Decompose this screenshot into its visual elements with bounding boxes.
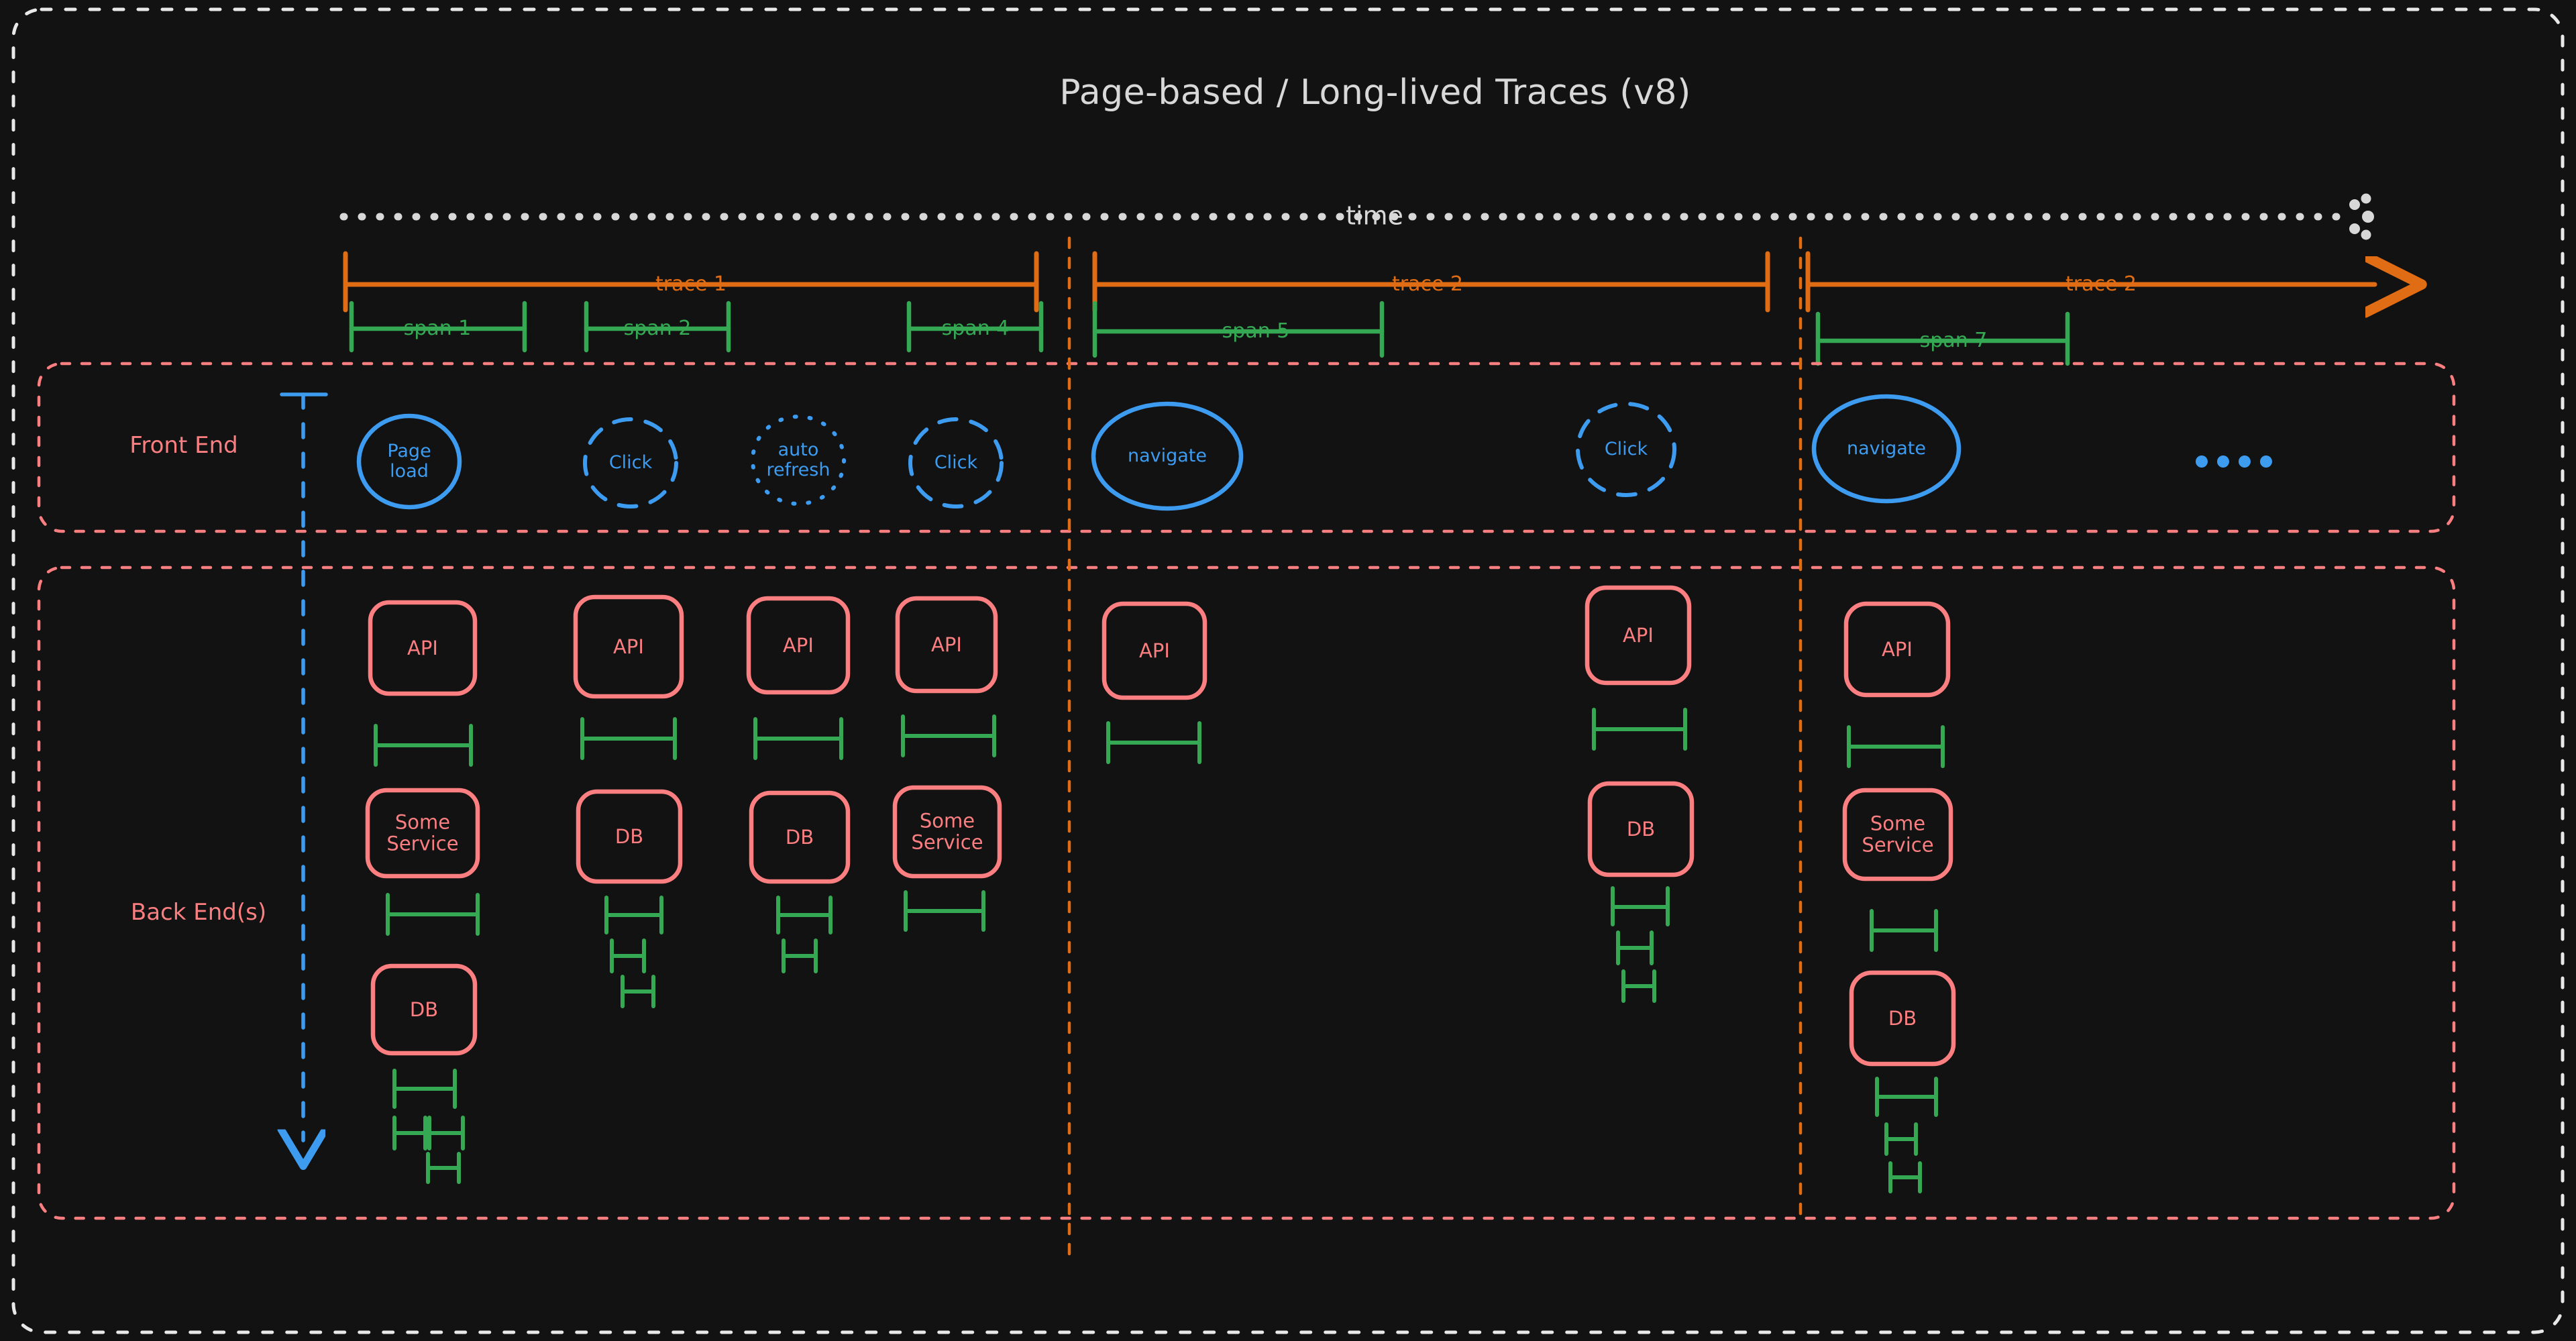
fe-ellipse-navigate-2	[1811, 394, 1962, 504]
timeline-span-bars	[349, 301, 2070, 366]
node-box-api	[573, 594, 684, 699]
node-box-db	[1849, 970, 1956, 1067]
time-axis-arrowhead	[2349, 193, 2374, 240]
trace-divider-lines	[1067, 236, 1803, 1263]
node-box-api	[895, 596, 998, 694]
node-box-api	[1102, 601, 1208, 700]
fe-ellipse-click-1	[583, 417, 678, 508]
frontend-ellipsis-dots	[2196, 455, 2272, 468]
node-box-db	[1587, 781, 1695, 877]
fe-ellipse-page-load	[356, 413, 462, 510]
node-box-api	[1585, 585, 1692, 686]
back-end-panel	[37, 566, 2456, 1220]
fe-ellipse-auto-refresh	[751, 415, 846, 506]
node-box-api	[368, 600, 478, 696]
frontend-event-shapes	[356, 394, 1962, 511]
trace-bars	[343, 251, 2375, 310]
outer-frame	[11, 7, 2565, 1334]
node-box-service	[365, 788, 480, 879]
node-box-service	[1842, 788, 1953, 881]
node-box-service	[892, 785, 1002, 879]
node-box-db	[576, 789, 683, 884]
backend-node-shapes	[365, 585, 1956, 1067]
fe-ellipse-click-3	[1576, 402, 1676, 497]
node-box-db	[370, 963, 478, 1056]
vertical-time-arrow	[282, 392, 328, 1140]
front-end-panel	[37, 362, 2456, 533]
node-box-api	[1843, 601, 1951, 698]
fe-ellipse-navigate-1	[1091, 401, 1244, 511]
node-box-db	[749, 790, 851, 884]
time-axis	[339, 193, 2374, 240]
backend-span-bars	[374, 708, 1945, 1193]
fe-ellipse-click-2	[908, 417, 1004, 508]
node-box-api	[746, 596, 851, 695]
